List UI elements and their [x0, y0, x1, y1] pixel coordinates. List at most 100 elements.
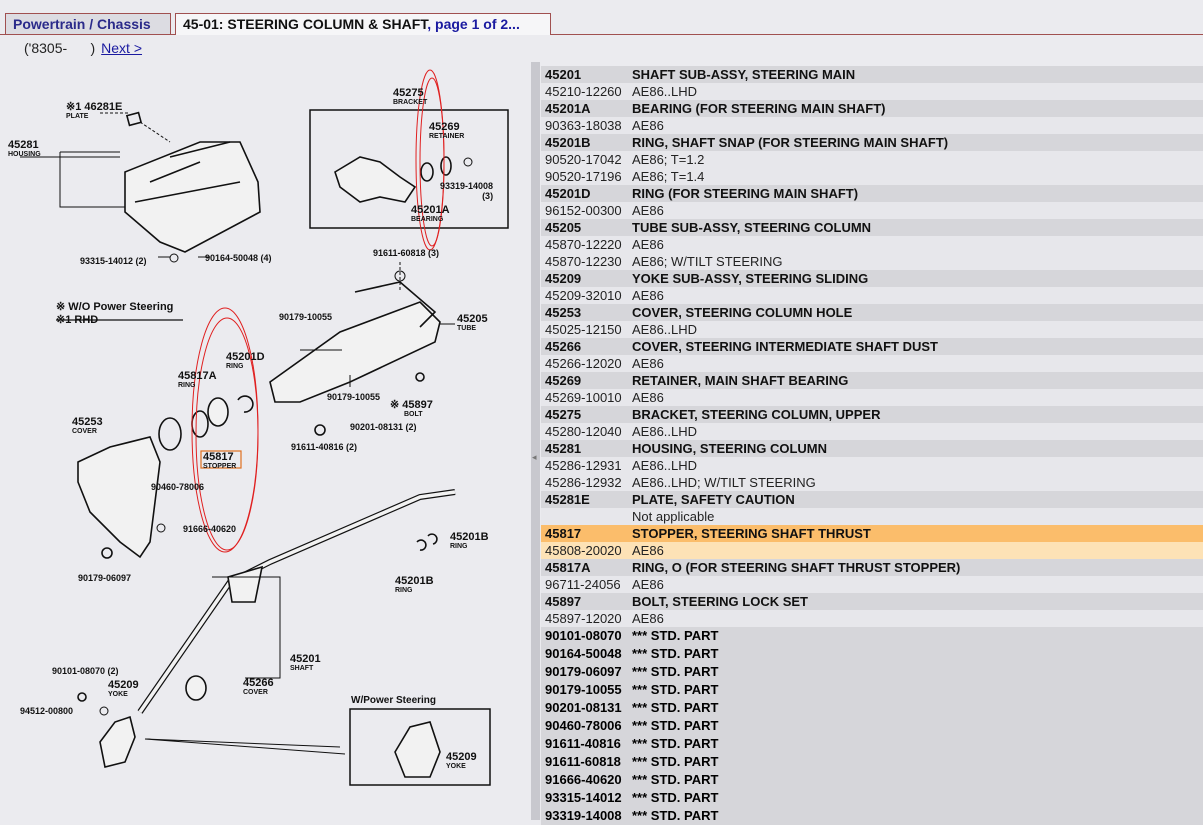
part-number: 91611-60818	[545, 754, 621, 769]
callout-93315[interactable]: 93315-14012 (2)	[80, 256, 147, 266]
part-description: AE86	[632, 203, 664, 218]
callout-93319[interactable]: 93319-14008(3)	[440, 181, 494, 201]
callout-94512[interactable]: 94512-00800	[20, 706, 74, 716]
part-description: RETAINER, MAIN SHAFT BEARING	[632, 373, 849, 388]
std-part-row[interactable]: 90201-08131*** STD. PART	[541, 699, 1203, 717]
tab-powertrain-chassis[interactable]: Powertrain / Chassis	[5, 13, 171, 34]
callout-90201[interactable]: 90201-08131 (2)	[350, 422, 417, 432]
std-part-row[interactable]: 93319-14008*** STD. PART	[541, 807, 1203, 825]
std-part-row[interactable]: 91611-60818*** STD. PART	[541, 753, 1203, 771]
splitter-grip-icon[interactable]: ◂	[532, 452, 537, 462]
callout-91611-40816[interactable]: 91611-40816 (2)	[291, 442, 358, 452]
callout-90179-10055b[interactable]: 90179-10055	[327, 392, 381, 402]
part-number: 90363-18038	[545, 118, 622, 133]
callout-90460[interactable]: 90460-78006	[151, 482, 205, 492]
part-variant-row[interactable]: 45870-12230 AE86; W/TILT STEERING	[541, 253, 1203, 270]
std-part-row[interactable]: 90179-06097*** STD. PART	[541, 663, 1203, 681]
tab-bar-line	[0, 34, 1203, 35]
part-description: AE86..LHD	[632, 458, 698, 473]
std-part-row[interactable]: 93315-14012*** STD. PART	[541, 789, 1203, 807]
callout-90179-06097[interactable]: 90179-06097	[78, 573, 132, 583]
tab-steering-column[interactable]: 45-01: STEERING COLUMN & SHAFT, page 1 o…	[175, 13, 551, 35]
std-part-row[interactable]: 91666-40620*** STD. PART	[541, 771, 1203, 789]
pane-splitter[interactable]	[531, 62, 540, 820]
std-part-row[interactable]: 90164-50048*** STD. PART	[541, 645, 1203, 663]
part-number: 45209	[545, 271, 582, 286]
std-part-row[interactable]: 90101-08070*** STD. PART	[541, 627, 1203, 645]
section-title: 45-01: STEERING COLUMN & SHAFT	[183, 16, 428, 32]
part-description: AE86	[632, 543, 664, 558]
part-description: Not applicable	[632, 509, 715, 524]
part-description: *** STD. PART	[632, 718, 719, 733]
callout-90164[interactable]: 90164-50048 (4)	[205, 253, 272, 263]
std-part-row[interactable]: 90460-78006*** STD. PART	[541, 717, 1203, 735]
callout-90101[interactable]: 90101-08070 (2)	[52, 666, 119, 676]
next-page-link[interactable]: Next >	[101, 40, 143, 56]
callout-91611-60818[interactable]: 91611-60818 (3)	[373, 248, 440, 258]
part-description: AE86; W/TILT STEERING	[632, 254, 783, 269]
part-variant-row[interactable]: Not applicable	[541, 508, 1203, 525]
part-number: 90520-17042	[545, 152, 622, 167]
std-part-row[interactable]: 90179-10055*** STD. PART	[541, 681, 1203, 699]
part-description: *** STD. PART	[632, 736, 719, 751]
part-description: *** STD. PART	[632, 790, 719, 805]
part-number: 45870-12230	[545, 254, 622, 269]
part-description: AE86; T=1.4	[632, 169, 705, 184]
part-number: 91666-40620	[545, 772, 622, 787]
callout-91666[interactable]: 91666-40620	[183, 524, 237, 534]
std-part-row[interactable]: 91611-40816*** STD. PART	[541, 735, 1203, 753]
callout-90179-10055a[interactable]: 90179-10055	[279, 312, 333, 322]
part-description: RING (FOR STEERING MAIN SHAFT)	[632, 186, 859, 201]
part-description: AE86	[632, 577, 664, 592]
part-number: 45897	[545, 594, 582, 609]
